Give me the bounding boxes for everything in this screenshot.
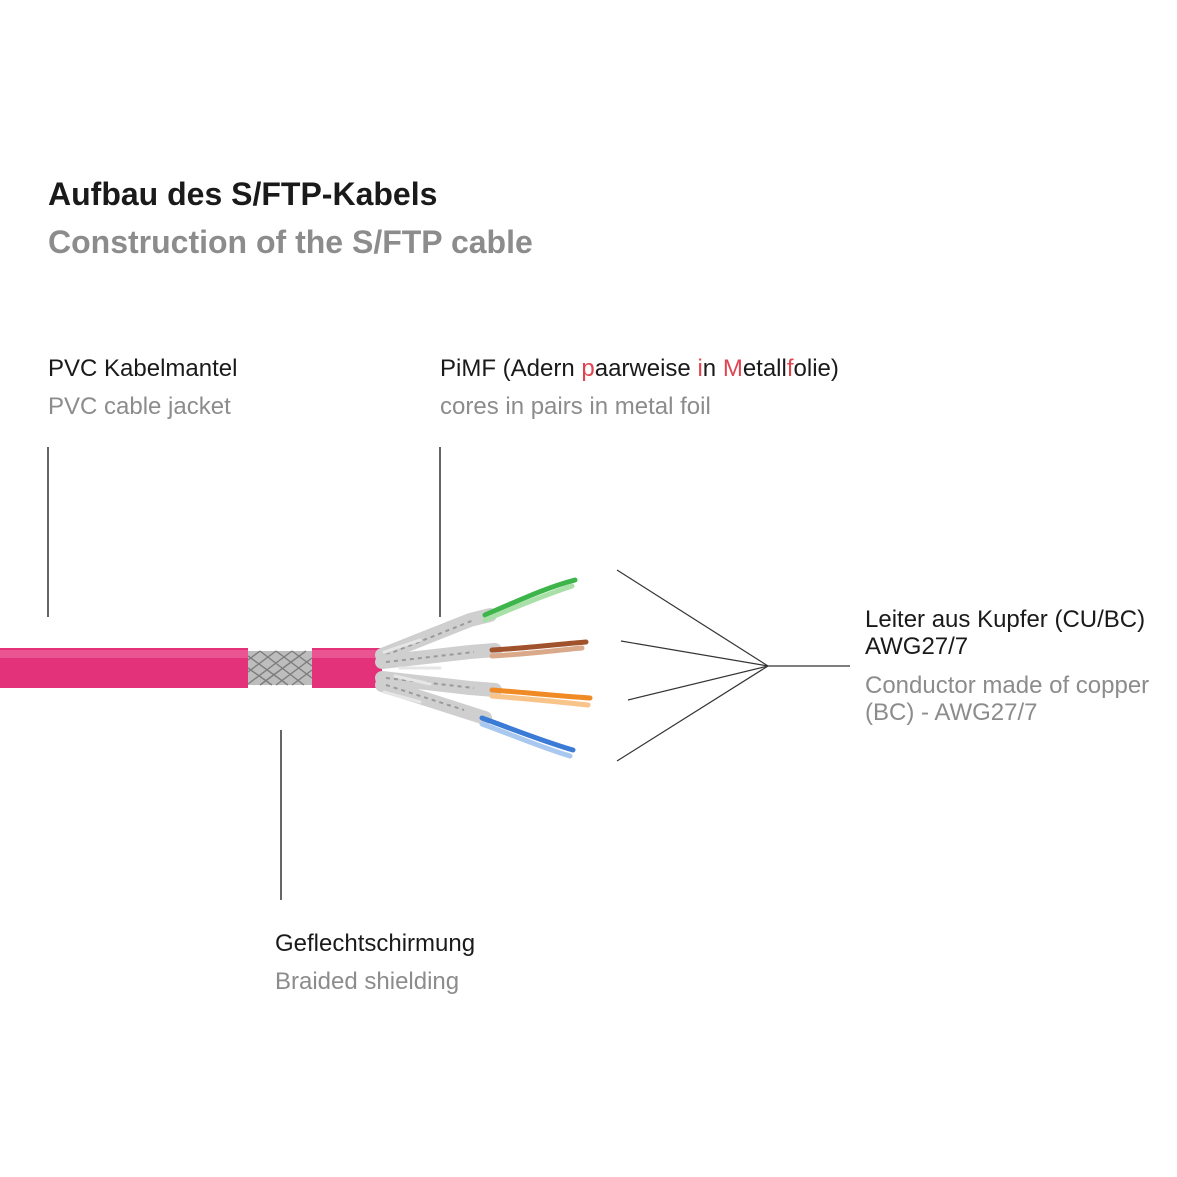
braid-label-english: Braided shielding bbox=[275, 968, 460, 995]
conductor-label-german-line1: Leiter aus Kupfer (CU/BC) bbox=[865, 606, 1146, 633]
conductor-label-english-line2: (BC) - AWG27/7 bbox=[865, 699, 1038, 726]
foil-shreds bbox=[382, 638, 442, 704]
heading-german: Aufbau des S/FTP-Kabels bbox=[48, 176, 438, 212]
pair-blue bbox=[375, 678, 576, 759]
pimf-label-english: cores in pairs in metal foil bbox=[440, 393, 711, 420]
braided-shield bbox=[247, 650, 313, 686]
conductor-leader-lines bbox=[616, 569, 850, 762]
jacket-label-german: PVC Kabelmantel bbox=[48, 355, 238, 382]
heading-english: Construction of the S/FTP cable bbox=[48, 224, 533, 260]
jacket-label-english: PVC cable jacket bbox=[48, 393, 231, 420]
braid-label-german: Geflechtschirmung bbox=[275, 930, 476, 957]
conductor-label-english-line1: Conductor made of copper bbox=[865, 672, 1150, 699]
pair-brown bbox=[375, 639, 589, 669]
pimf-label-german: PiMF (Adern paarweise in Metallfolie) bbox=[440, 355, 839, 382]
pair-orange bbox=[375, 671, 593, 708]
conductor-label-german-line2: AWG27/7 bbox=[865, 633, 969, 660]
